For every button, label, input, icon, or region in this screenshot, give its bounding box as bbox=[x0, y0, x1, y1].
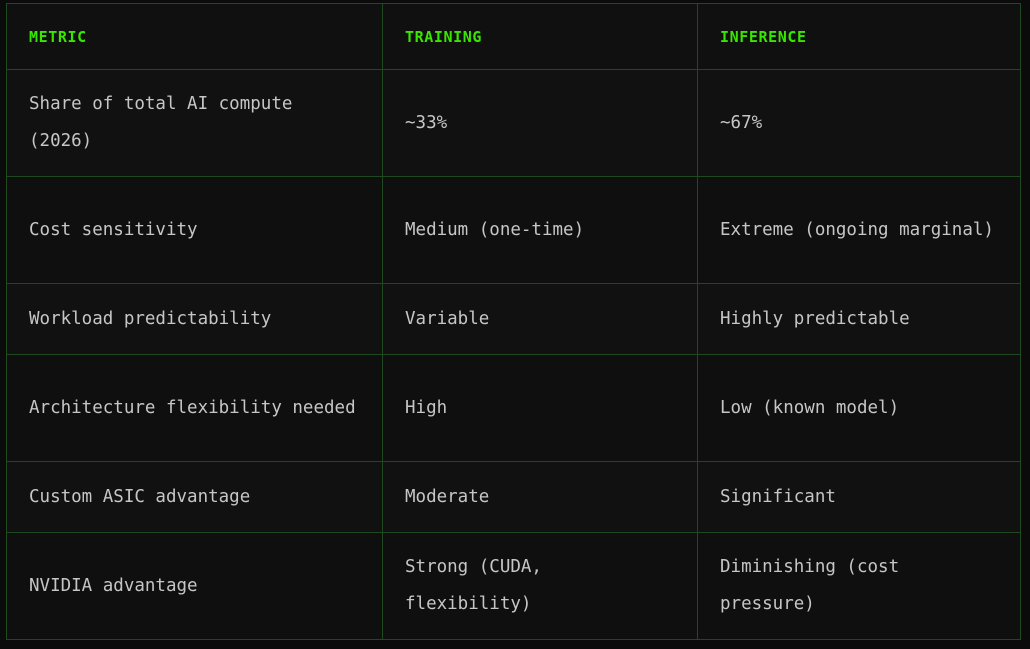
cell-inference: Significant bbox=[697, 461, 1021, 533]
cell-metric: Custom ASIC advantage bbox=[6, 461, 383, 533]
comparison-table-container: METRIC TRAINING INFERENCE Share of total… bbox=[6, 3, 1021, 640]
cell-metric: NVIDIA advantage bbox=[6, 532, 383, 640]
cell-training: Medium (one-time) bbox=[382, 176, 698, 284]
table-row: Workload predictability Variable Highly … bbox=[6, 283, 1021, 355]
table-row: Custom ASIC advantage Moderate Significa… bbox=[6, 461, 1021, 533]
cell-training: ~33% bbox=[382, 69, 698, 177]
cell-inference: ~67% bbox=[697, 69, 1021, 177]
table-header-row: METRIC TRAINING INFERENCE bbox=[6, 3, 1021, 70]
cell-metric: Cost sensitivity bbox=[6, 176, 383, 284]
table-row: NVIDIA advantage Strong (CUDA, flexibili… bbox=[6, 532, 1021, 640]
cell-training: Variable bbox=[382, 283, 698, 355]
cell-training: Moderate bbox=[382, 461, 698, 533]
cell-inference: Low (known model) bbox=[697, 354, 1021, 462]
cell-training: High bbox=[382, 354, 698, 462]
cell-inference: Diminishing (cost pressure) bbox=[697, 532, 1021, 640]
cell-metric: Architecture flexibility needed bbox=[6, 354, 383, 462]
cell-metric: Workload predictability bbox=[6, 283, 383, 355]
cell-inference: Highly predictable bbox=[697, 283, 1021, 355]
column-header-inference: INFERENCE bbox=[697, 3, 1021, 70]
table-row: Share of total AI compute (2026) ~33% ~6… bbox=[6, 69, 1021, 177]
cell-metric: Share of total AI compute (2026) bbox=[6, 69, 383, 177]
cell-inference: Extreme (ongoing marginal) bbox=[697, 176, 1021, 284]
column-header-training: TRAINING bbox=[382, 3, 698, 70]
table-row: Cost sensitivity Medium (one-time) Extre… bbox=[6, 176, 1021, 284]
training-vs-inference-table: METRIC TRAINING INFERENCE Share of total… bbox=[6, 3, 1021, 640]
cell-training: Strong (CUDA, flexibility) bbox=[382, 532, 698, 640]
table-row: Architecture flexibility needed High Low… bbox=[6, 354, 1021, 462]
column-header-metric: METRIC bbox=[6, 3, 383, 70]
